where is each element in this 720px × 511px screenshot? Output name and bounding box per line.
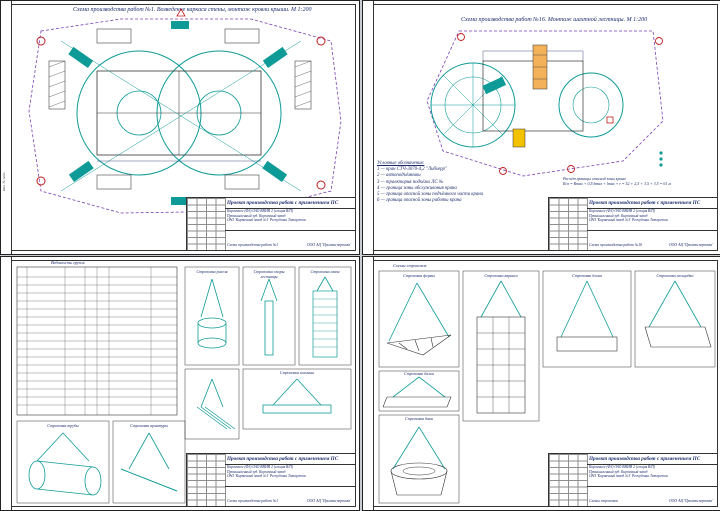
sheet-1-title-block: Проект производства работ с применением … <box>186 197 356 251</box>
caption: Строповка каркаса <box>484 273 518 278</box>
sheet-4: Схемы строповок Стропо <box>362 256 720 511</box>
sheet-3-title-block: Проект производства работ с применением … <box>186 453 356 507</box>
cargo-table-rows <box>17 267 177 415</box>
title-block-sheet-name: Схема производства работ №16 <box>589 243 643 247</box>
caption: Строповка балки <box>404 371 434 376</box>
sheet-3: Ведомость грузов <box>0 256 360 511</box>
title-block-company: ООО АЦ 'Промэкспертиза' <box>668 243 713 247</box>
caption: Строповка трубы <box>47 423 79 428</box>
caption: Строповка колонны <box>279 370 315 375</box>
title-block-organization: Кирпичное (ФЗ) ОАО ВНИИ 2 (секция В/П) П… <box>589 465 668 478</box>
sheet-3-frame <box>11 260 356 507</box>
sheet-1-boundary <box>28 18 342 214</box>
title-block-company: ООО АЦ 'Промэкспертиза' <box>306 243 351 247</box>
legend-item: 3 — траектория подъёма ЛС № <box>377 179 444 185</box>
legend-item: 4 — граница зоны обслуживания крана <box>377 185 457 191</box>
title-block-sheet-name: Схема производства работ №1 <box>227 499 279 503</box>
caption: Строповка ригеля <box>196 269 228 274</box>
title-block-company: ООО АЦ 'Промэкспертиза' <box>306 499 351 503</box>
caption: Строповка блока <box>572 273 602 278</box>
title-block-organization: Кирпичное (ФЗ) ОАО ВНИИ 2 (секция В/П) П… <box>227 465 306 478</box>
calc-formula: Rоз = Rmax + 0,5·bmax + lmax + r = 52 + … <box>563 180 671 186</box>
sheet-2-legend: Условные обозначения: 1 — кран СТЧ-3070-… <box>377 161 483 204</box>
title-block-heading: Проект производства работ с применением … <box>589 456 701 462</box>
calc-title: Расчёт границы опасной зоны крана <box>563 176 626 181</box>
title-block-heading: Проект производства работ с применением … <box>227 200 339 206</box>
title-block-heading: Проект производства работ с применением … <box>589 200 701 206</box>
title-block-organization: Кирпичное (ФЗ) ОАО ВНИИ 2 (секция В/П) П… <box>227 209 306 222</box>
legend-item: 6 — граница опасной зоны работы крана <box>377 198 462 204</box>
sheet-1: Инв. № подл. Схема производства работ №1… <box>0 0 360 255</box>
danger-zone-calc: Расчёт границы опасной зоны крана Rоз = … <box>563 176 703 186</box>
caption: Строповка арматуры <box>130 423 168 428</box>
caption: Строповка бака <box>405 416 433 421</box>
caption: Строповка опоры лестницы <box>253 269 285 279</box>
title-block-sheet-name: Схемы строповок <box>589 499 619 503</box>
sheet-4-title-block: Проект производства работ с применением … <box>548 453 718 507</box>
legend-item: 2 — автоподъёмники <box>377 173 421 179</box>
sheet-2-frame <box>373 4 718 251</box>
title-block-company: ООО АЦ 'Промэкспертиза' <box>668 499 713 503</box>
sheet-1-frame <box>11 4 356 251</box>
caption: Строповка фермы <box>403 273 435 278</box>
sheet-2: Схема производства работ №16. Монтаж шах… <box>362 0 720 255</box>
sheet-4-frame <box>373 260 718 507</box>
caption: Строповка связи <box>310 269 340 274</box>
sheet-1-title: Схема производства работ №1. Возведение … <box>73 7 312 13</box>
sheet-3-title: Ведомость грузов <box>51 260 85 265</box>
sheet-2-drawing <box>426 30 664 177</box>
title-block-organization: Кирпичное (ФЗ) ОАО ВНИИ 2 (секция В/П) П… <box>589 209 668 222</box>
sheet-3-drawing <box>16 266 352 504</box>
legend-title: Условные обозначения: <box>377 161 425 166</box>
title-block-heading: Проект производства работ с применением … <box>227 456 339 462</box>
caption: Строповка площадки <box>656 273 694 278</box>
sheet-2-title-block: Проект производства работ с применением … <box>548 197 718 251</box>
legend-item: 1 — кран СТЧ-3070-4,2 "Либхерр" <box>377 167 447 173</box>
sheet-2-title: Схема производства работ №16. Монтаж шах… <box>461 17 648 23</box>
sheet-4-drawing <box>378 270 716 504</box>
sheet-4-title: Схемы строповок <box>393 263 427 268</box>
legend-item: 5 — граница опасной зоны подъёмного част… <box>377 192 484 198</box>
title-block-sheet-name: Схема производства работ №1 <box>227 243 279 247</box>
sheet-1-drawing <box>28 8 342 214</box>
